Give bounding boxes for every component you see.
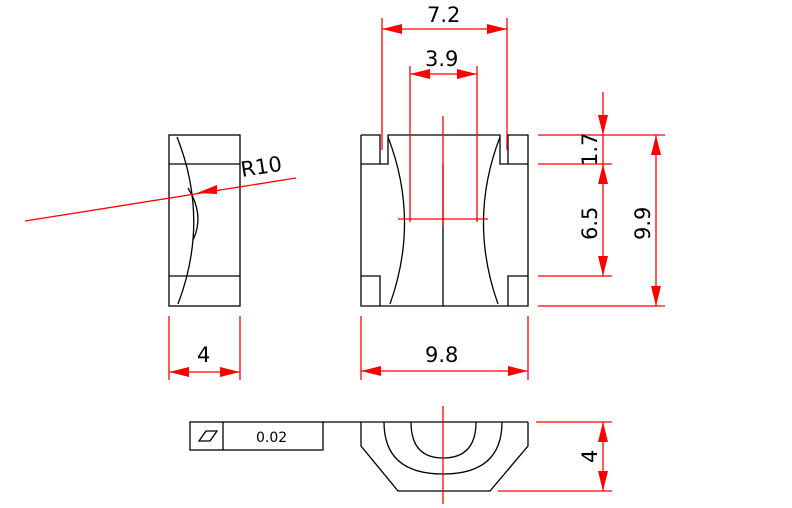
vertical-dimensions: 1.7 6.5 9.9	[538, 92, 665, 307]
top-outer-width-label: 7.2	[427, 3, 460, 27]
front-view	[360, 134, 529, 307]
bottom-height-label: 4	[578, 450, 602, 463]
top-outer-width-dimension: 7.2	[381, 3, 508, 150]
flatness-icon	[197, 430, 219, 442]
tolerance-frame: 0.02	[189, 421, 324, 451]
tolerance-value: 0.02	[256, 430, 287, 446]
front-centerlines	[398, 116, 488, 226]
top-inner-width-dimension: 3.9	[409, 47, 478, 222]
total-height-label: 9.9	[631, 207, 655, 240]
inner-height-label: 6.5	[578, 207, 602, 240]
bottom-height-dimension: 4	[498, 421, 612, 492]
side-view	[168, 134, 241, 307]
top-inner-width-label: 3.9	[425, 47, 458, 71]
total-width-dimension: 9.8	[360, 316, 529, 380]
radius-leader: R10	[24, 152, 297, 222]
bottom-view	[322, 421, 529, 492]
radius-label: R10	[239, 152, 284, 182]
total-width-label: 9.8	[425, 343, 458, 367]
side-width-dimension: 4	[168, 316, 241, 380]
side-width-label: 4	[197, 343, 210, 367]
top-step-height-label: 1.7	[578, 133, 602, 166]
